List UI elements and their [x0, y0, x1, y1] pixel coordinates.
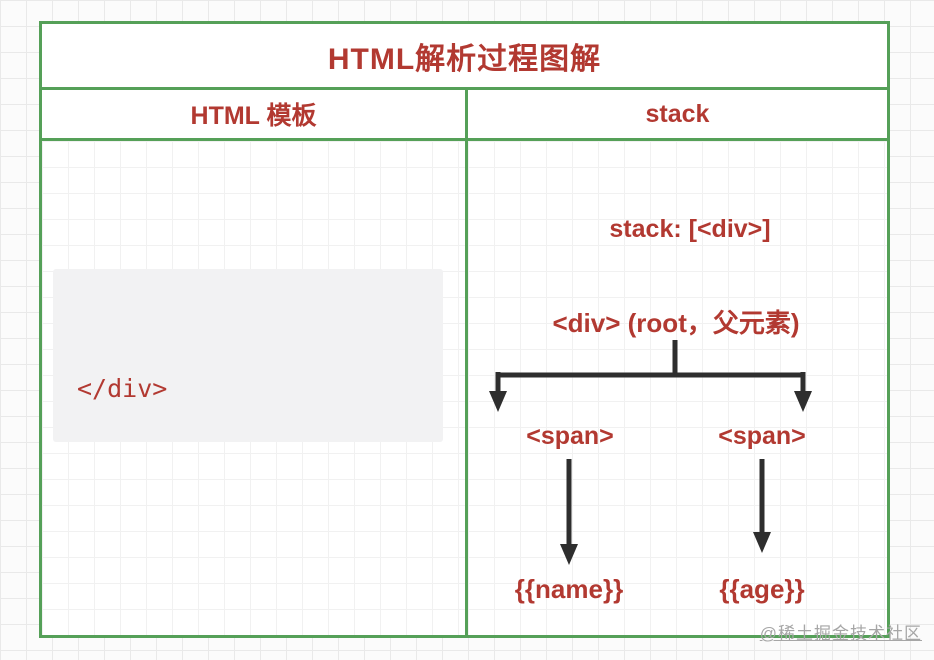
arrow-down-icon: [753, 532, 771, 553]
tree-connectors: [489, 340, 812, 565]
arrow-down-icon: [489, 391, 507, 412]
arrow-span-right-to-age: [753, 459, 771, 553]
arrow-down-icon: [560, 544, 578, 565]
code-block: </div>: [53, 269, 443, 442]
code-closing-div: </div>: [77, 374, 168, 403]
watermark: @稀土掘金技术社区: [759, 624, 922, 643]
arrow-span-left-to-name: [560, 459, 578, 565]
leaf-node-name: {{name}}: [514, 574, 624, 604]
leaf-node-age: {{age}}: [719, 574, 805, 604]
span-node-right: <span>: [718, 422, 806, 450]
branch-connector: [489, 340, 812, 412]
stack-state-label: stack: [<div>]: [609, 215, 771, 243]
page-title: HTML解析过程图解: [327, 42, 602, 76]
root-node-label: <div> (root，父元素): [552, 308, 800, 338]
diagram-title-row: HTML解析过程图解: [42, 24, 887, 90]
column-headers: HTML 模板 stack: [42, 90, 887, 141]
html-template-panel: </div>: [42, 141, 468, 635]
header-stack: stack: [645, 99, 710, 128]
span-node-left: <span>: [526, 422, 614, 450]
arrow-down-icon: [794, 391, 812, 412]
stack-panel: stack: [<div>] <div> (root，父元素) <span> <…: [468, 141, 887, 635]
diagram-body: </div>: [42, 141, 887, 635]
header-html-template: HTML 模板: [42, 90, 468, 138]
parse-diagram-table: HTML解析过程图解 HTML 模板 stack </div>: [39, 21, 890, 638]
